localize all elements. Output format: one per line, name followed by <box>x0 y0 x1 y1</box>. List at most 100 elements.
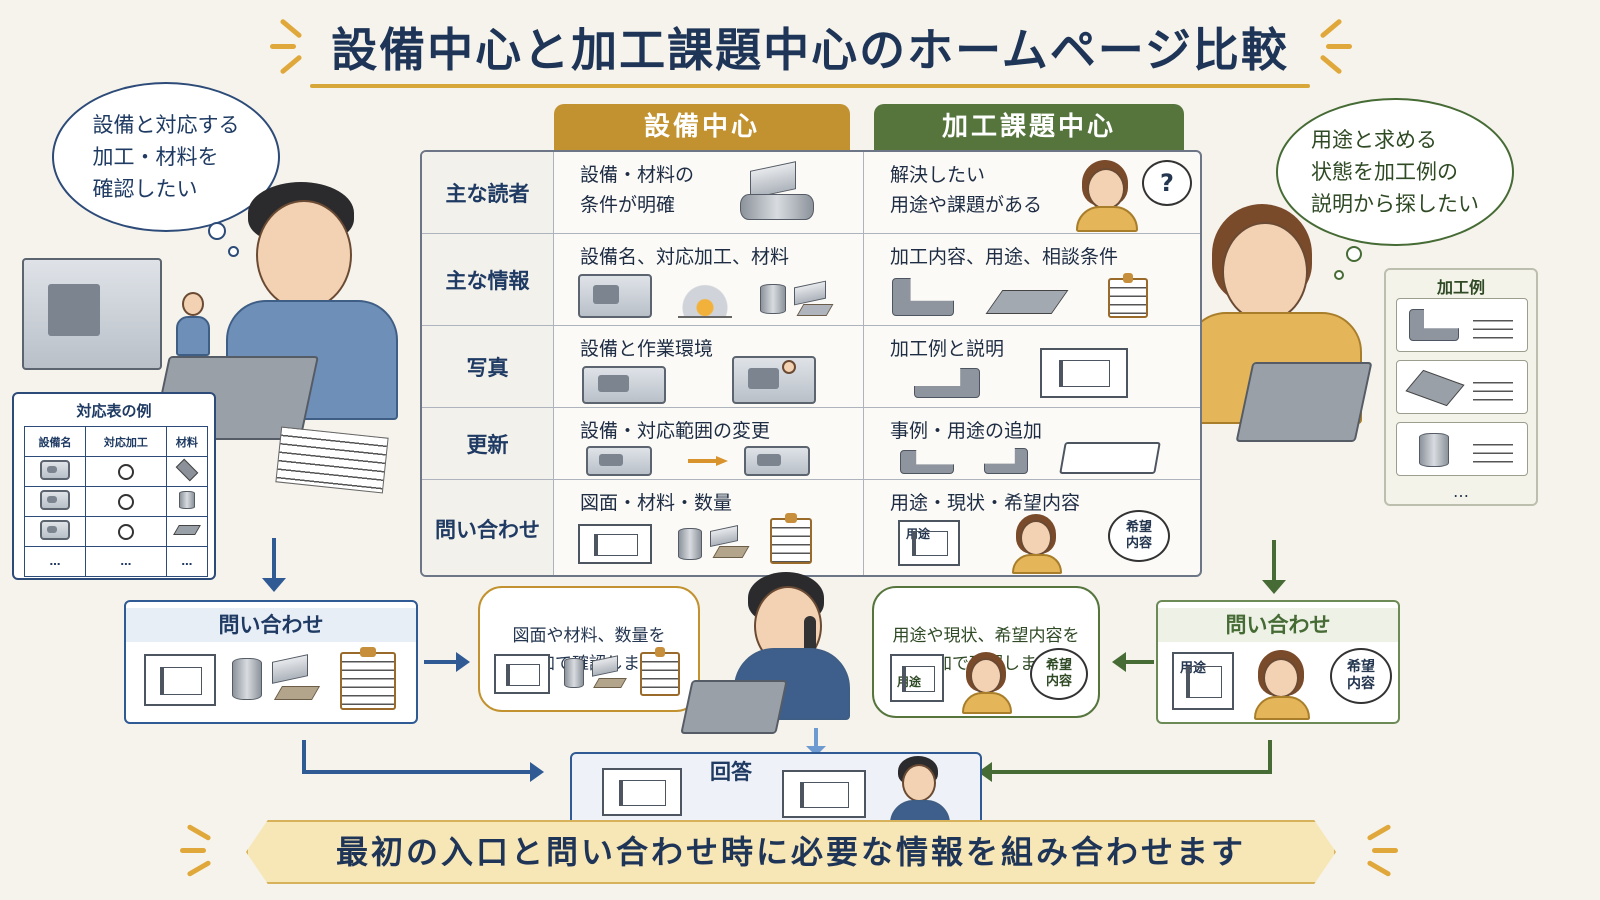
question-bubble: ? <box>1142 160 1192 206</box>
page-title: 設備中心と加工課題中心のホームページ比較 <box>331 23 1289 77</box>
banner-spark-right-2 <box>1372 848 1398 853</box>
material-bar-icon <box>740 194 814 220</box>
list-item <box>1396 360 1528 414</box>
process-example-list: 加工例 … <box>1384 268 1538 506</box>
process-cell: 加工例と説明 <box>864 326 1200 407</box>
woman-body <box>962 692 1012 714</box>
ellipsis: … <box>1453 482 1469 501</box>
sample-table-title: 対応表の例 <box>76 402 152 420</box>
plate-part-icon <box>985 290 1069 314</box>
answer-person-head <box>902 764 936 802</box>
banner-spark-left-1 <box>186 823 212 842</box>
comparison-table: 主な読者 設備・材料の 条件が明確 解決したい 用途や課題がある ? 主な情報 … <box>420 150 1202 577</box>
equipment-cell-text: 設備・対応範囲の変更 <box>580 420 771 442</box>
bracket-part-icon <box>892 278 954 316</box>
left-speech-bubble: 図面や材料、数量を 追加で確認します <box>478 586 700 712</box>
cylinder-icon <box>678 528 702 560</box>
table-row: 主な情報 設備名、対応加工、材料 加工内容、用途、相談条件 <box>422 234 1200 326</box>
hope-bubble: 希望 内容 <box>1330 648 1392 704</box>
summary-banner: 最初の入口と問い合わせ時に必要な情報を組み合わせます <box>246 820 1336 884</box>
plate-icon <box>796 304 834 316</box>
title-underline <box>310 84 1310 88</box>
process-cell-text: 加工内容、用途、相談条件 <box>890 246 1119 268</box>
right-speech-bubble: 用途や現状、希望内容を 追加で確認します 用途 希望 内容 <box>872 586 1100 718</box>
right-arrow-to-center <box>424 660 458 664</box>
title-spark-right-2 <box>1326 44 1352 49</box>
open-book-icon <box>1059 442 1161 474</box>
woman-head <box>1263 658 1299 698</box>
clipboard-icon <box>640 647 680 696</box>
circle-mark-icon <box>117 493 134 510</box>
plate-icon <box>593 678 627 688</box>
use-form-label: 用途 <box>1180 661 1207 676</box>
equipment-cell: 設備と作業環境 <box>554 326 864 407</box>
equipment-cell: 設備・材料の 条件が明確 <box>554 152 864 233</box>
milling-spark-icon <box>678 274 732 318</box>
banner-spark-left-3 <box>186 859 212 878</box>
equipment-cell: 設備・対応範囲の変更 <box>554 408 864 479</box>
machine-icon <box>40 520 70 540</box>
woman-head <box>970 658 1002 694</box>
banner-spark-right-3 <box>1366 859 1392 878</box>
equipment-cell-text: 設備と作業環境 <box>580 338 714 360</box>
process-cell: 解決したい 用途や課題がある ? <box>864 152 1200 233</box>
left-flow-line-down <box>302 740 306 772</box>
hope-bubble: 希望 内容 <box>1108 510 1170 562</box>
banner-spark-left-2 <box>180 848 206 853</box>
machine-icon <box>578 274 652 318</box>
cylinder-icon <box>760 284 786 314</box>
left-inquiry-box: 問い合わせ <box>124 600 418 724</box>
machine-icon <box>40 460 70 480</box>
description-lines-icon <box>1473 375 1513 401</box>
block-icon <box>710 525 738 547</box>
right-inquiry-box: 問い合わせ 用途 希望 内容 <box>1156 600 1400 724</box>
clipboard-icon <box>340 647 396 710</box>
sample-equipment-table: 対応表の例 設備名 対応加工 材料 … … … <box>12 392 216 580</box>
drawing-icon <box>578 524 652 564</box>
process-cell-text: 用途・現状・希望内容 <box>890 492 1081 514</box>
plate-icon <box>712 546 750 558</box>
block-icon <box>272 654 308 684</box>
row-label: 更新 <box>422 408 554 479</box>
hope-bubble-text: 希望 内容 <box>1125 520 1152 551</box>
right-flow-line-down <box>1268 740 1272 772</box>
column-header-equipment: 設備中心 <box>554 104 850 150</box>
equipment-cell: 図面・材料・数量 <box>554 480 864 575</box>
use-form-icon: 用途 <box>898 520 960 566</box>
left-flow-line-across <box>302 770 532 774</box>
factory-worker-head <box>182 292 204 316</box>
machine-photo-icon <box>582 366 666 404</box>
cylinder-part-icon <box>1419 433 1449 467</box>
use-form-icon: 用途 <box>890 654 944 702</box>
plate-part-icon <box>1405 369 1465 407</box>
hope-bubble-text: 希望 内容 <box>1347 659 1375 692</box>
right-person-head <box>1222 222 1308 322</box>
cnc-machine-illustration <box>22 258 162 370</box>
answer-down-arrow-head <box>806 746 826 756</box>
right-inquiry-title: 問い合わせ <box>1158 608 1398 642</box>
plate-icon <box>175 458 199 482</box>
title-spark-right-3 <box>1319 54 1343 75</box>
table-row: 更新 設備・対応範囲の変更 事例・用途の追加 <box>422 408 1200 480</box>
use-form-label: 用途 <box>906 527 931 541</box>
use-form-label: 用途 <box>897 675 922 689</box>
row-label: 写真 <box>422 326 554 407</box>
cylinder-icon <box>564 658 584 688</box>
process-cell-text: 解決したい 用途や課題がある <box>890 164 1043 216</box>
column-header-process: 加工課題中心 <box>874 104 1184 150</box>
equipment-cell-text: 設備・材料の 条件が明確 <box>580 164 695 216</box>
equipment-cell-text: 図面・材料・数量 <box>580 492 733 514</box>
left-bubble-dot-1 <box>208 222 226 240</box>
right-bubble-dot-1 <box>1346 246 1362 262</box>
process-cell: 加工内容、用途、相談条件 <box>864 234 1200 325</box>
drawing-icon <box>602 768 682 816</box>
sample-table-header-material: 材料 <box>165 426 209 457</box>
table-row: 写真 設備と作業環境 加工例と説明 <box>422 326 1200 408</box>
equipment-cell: 設備名、対応加工、材料 <box>554 234 864 325</box>
down-arrow-left-head <box>262 578 286 592</box>
cylinder-icon <box>232 658 262 700</box>
woman-head <box>1020 520 1052 556</box>
down-arrow-right-head <box>1262 580 1286 594</box>
answer-title: 回答 <box>710 760 752 784</box>
table-row: … … … <box>24 546 209 577</box>
